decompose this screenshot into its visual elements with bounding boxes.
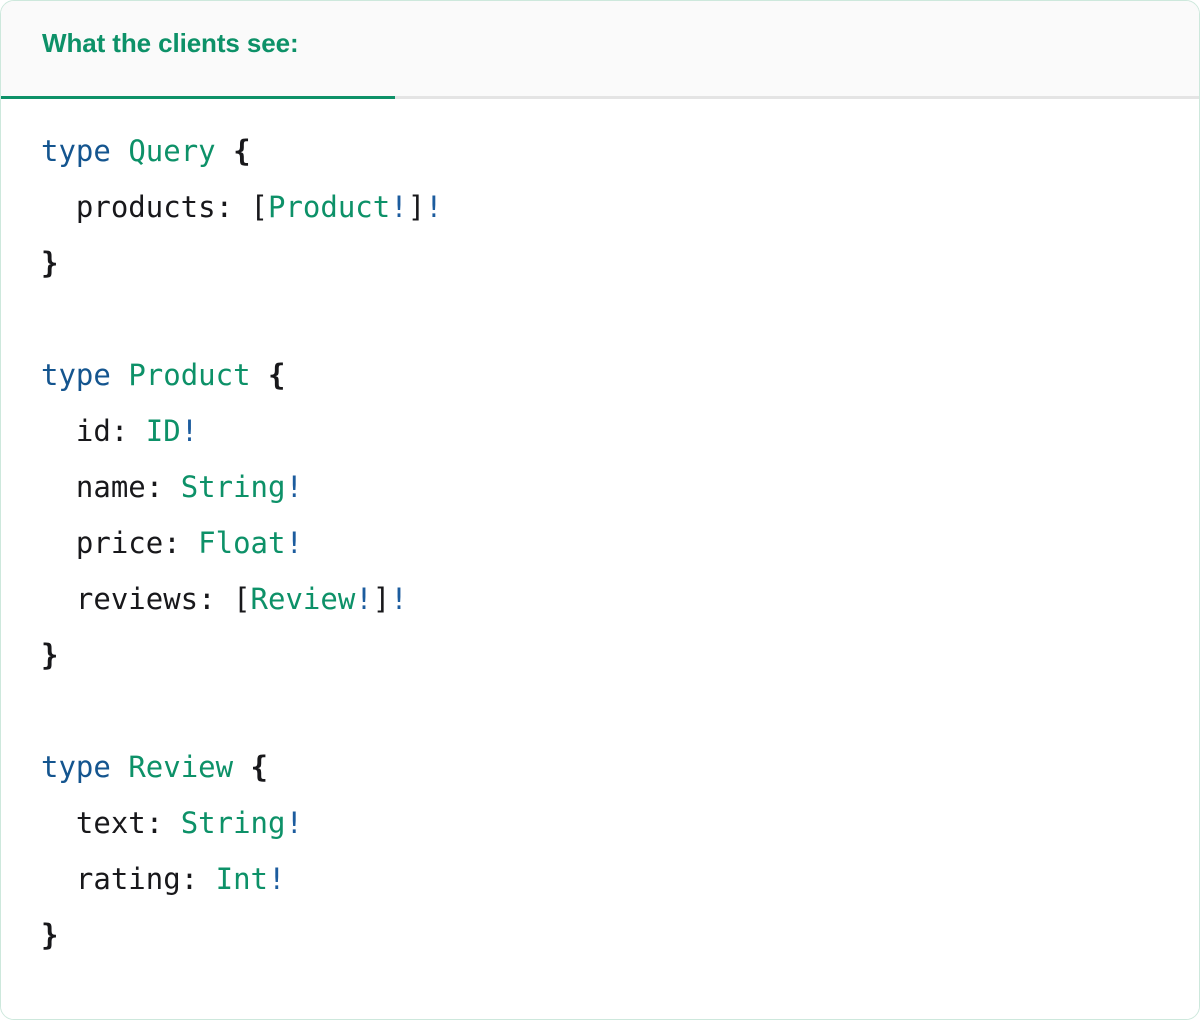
- code-line: type Review {: [41, 739, 1199, 795]
- code-line: }: [41, 627, 1199, 683]
- code-line: }: [41, 907, 1199, 963]
- code-token-punct: [41, 526, 76, 560]
- code-token-punct: :: [110, 414, 146, 448]
- code-token-brace: {: [268, 358, 286, 392]
- code-line: price: Float!: [41, 515, 1199, 571]
- code-token-punct: ]: [372, 582, 391, 616]
- code-token-type: Int: [215, 862, 268, 896]
- code-token-field: name: [75, 470, 146, 504]
- code-token-brace: {: [233, 134, 251, 168]
- code-token-field: products: [75, 190, 216, 224]
- code-token-punct: :: [145, 470, 181, 504]
- code-line: type Query {: [41, 123, 1199, 179]
- code-token-punct: [41, 190, 76, 224]
- code-line: [41, 683, 1199, 739]
- code-token-bang: !: [180, 414, 199, 448]
- code-token-punct: [111, 358, 128, 392]
- code-token-punct: [251, 358, 268, 392]
- tab-label: What the clients see:: [42, 27, 299, 58]
- code-token-punct: [41, 414, 76, 448]
- code-token-field: rating: [75, 862, 181, 896]
- code-token-punct: :: [180, 862, 216, 896]
- code-line: id: ID!: [41, 403, 1199, 459]
- code-token-punct: :: [215, 190, 251, 224]
- code-line: rating: Int!: [41, 851, 1199, 907]
- code-token-type: Product: [128, 358, 251, 392]
- code-token-punct: [: [250, 190, 268, 224]
- code-token-punct: :: [198, 582, 234, 616]
- code-token-punct: ]: [407, 190, 426, 224]
- code-token-punct: [111, 750, 128, 784]
- code-token-bang: !: [285, 470, 303, 504]
- code-line: type Product {: [41, 347, 1199, 403]
- code-token-bang: !: [268, 862, 286, 896]
- code-token-punct: [: [233, 582, 251, 616]
- code-token-field: id: [75, 414, 111, 448]
- code-token-type: String: [180, 470, 286, 504]
- code-token-bang: !: [425, 190, 443, 224]
- code-token-punct: [111, 134, 128, 168]
- code-token-kw: type: [41, 134, 111, 168]
- code-token-kw: type: [41, 750, 111, 784]
- code-line: }: [41, 235, 1199, 291]
- code-line: reviews: [Review!]!: [41, 571, 1199, 627]
- code-token-punct: :: [145, 806, 181, 840]
- code-line: text: String!: [41, 795, 1199, 851]
- code-token-punct: [41, 470, 76, 504]
- code-token-field: text: [75, 806, 146, 840]
- tab-what-the-clients-see[interactable]: What the clients see:: [1, 1, 319, 96]
- code-line: name: String!: [41, 459, 1199, 515]
- code-token-punct: :: [163, 526, 199, 560]
- code-token-type: ID: [145, 414, 181, 448]
- code-line: [41, 291, 1199, 347]
- code-token-bang: !: [390, 582, 408, 616]
- code-token-brace: }: [41, 246, 59, 280]
- code-token-punct: [41, 806, 76, 840]
- code-token-bang: !: [355, 582, 373, 616]
- tab-bar: What the clients see:: [1, 1, 1199, 99]
- code-token-type: Review: [128, 750, 234, 784]
- code-token-brace: {: [250, 750, 269, 784]
- code-area[interactable]: type Query { products: [Product!]!} type…: [1, 99, 1199, 1019]
- code-token-punct: [41, 862, 76, 896]
- code-token-field: price: [75, 526, 164, 560]
- code-token-punct: [41, 582, 76, 616]
- code-token-brace: }: [41, 638, 59, 672]
- code-token-type: Review: [250, 582, 356, 616]
- active-tab-underline: [1, 96, 395, 99]
- code-token-type: Float: [198, 526, 286, 560]
- code-token-field: reviews: [75, 582, 199, 616]
- code-token-type: Query: [128, 134, 216, 168]
- code-token-type: Product: [268, 190, 391, 224]
- code-token-type: String: [180, 806, 286, 840]
- code-token-kw: type: [41, 358, 111, 392]
- code-token-bang: !: [285, 806, 303, 840]
- graphql-schema-code: type Query { products: [Product!]!} type…: [1, 123, 1199, 963]
- code-token-punct: [233, 750, 250, 784]
- code-token-brace: }: [41, 918, 59, 952]
- code-token-punct: [216, 134, 233, 168]
- code-token-bang: !: [285, 526, 303, 560]
- code-line: products: [Product!]!: [41, 179, 1199, 235]
- code-token-bang: !: [390, 190, 408, 224]
